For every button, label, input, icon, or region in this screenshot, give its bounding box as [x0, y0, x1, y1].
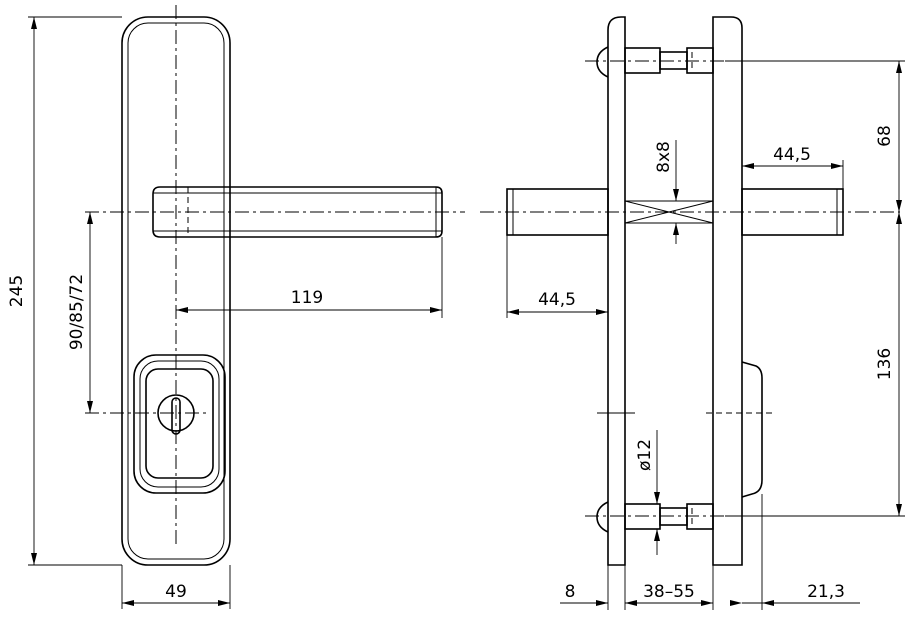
dim-top-offset: 68	[875, 125, 895, 147]
dim-spindle-front: 44,5	[538, 290, 576, 310]
dim-plate-thickness: 8	[565, 582, 576, 602]
dim-total-height: 245	[7, 275, 27, 307]
top-bolt	[596, 46, 714, 78]
dim-bottom-offset: 136	[875, 348, 895, 380]
dim-plate-width: 49	[165, 582, 187, 602]
bottom-bolt	[596, 501, 714, 533]
escutcheon-outer	[133, 354, 226, 494]
side-rear-guard	[741, 361, 763, 498]
dim-door-thickness: 38–55	[643, 582, 695, 602]
side-view	[480, 16, 900, 566]
dim-square: 8x8	[654, 141, 674, 173]
dim-bolt-diameter: ø12	[635, 439, 655, 471]
side-rear-plate	[712, 16, 743, 566]
dim-spindle-back: 44,5	[773, 145, 811, 165]
front-view	[85, 5, 465, 566]
front-dimensions: 245 49 119 90/85/72	[7, 16, 443, 609]
escutcheon-inner	[145, 368, 214, 479]
side-dimensions: 44,5 44,5 8x8 68 136 ø12	[506, 60, 905, 610]
dim-spacing: 90/85/72	[67, 274, 87, 350]
escutcheon-mid	[139, 360, 220, 488]
dim-lever-length: 119	[291, 288, 323, 308]
dim-rear-depth: 21,3	[807, 582, 845, 602]
side-front-plate	[607, 16, 626, 566]
